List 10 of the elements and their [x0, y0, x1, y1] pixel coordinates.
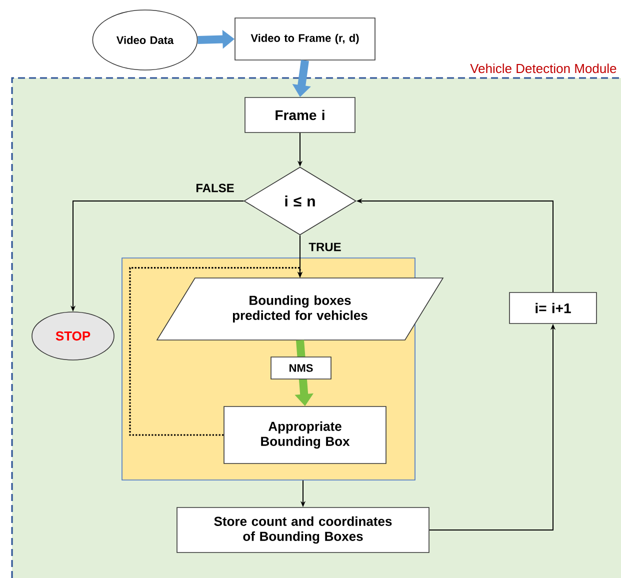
arrow	[129, 267, 303, 436]
operation-label: NMS	[270, 356, 332, 380]
process-box: Store count and coordinates of Bounding Boxes	[176, 507, 430, 553]
node-label: Vehicle Detection Module	[470, 64, 616, 74]
edge-label: TRUE	[308, 242, 342, 252]
process-box: Video to Frame (r, d)	[234, 18, 376, 60]
process-box: i= i+1	[509, 292, 597, 324]
process-box: Appropriate Bounding Box	[224, 406, 386, 464]
process-box: Frame i	[244, 97, 356, 133]
edge-label: FALSE	[194, 182, 236, 194]
